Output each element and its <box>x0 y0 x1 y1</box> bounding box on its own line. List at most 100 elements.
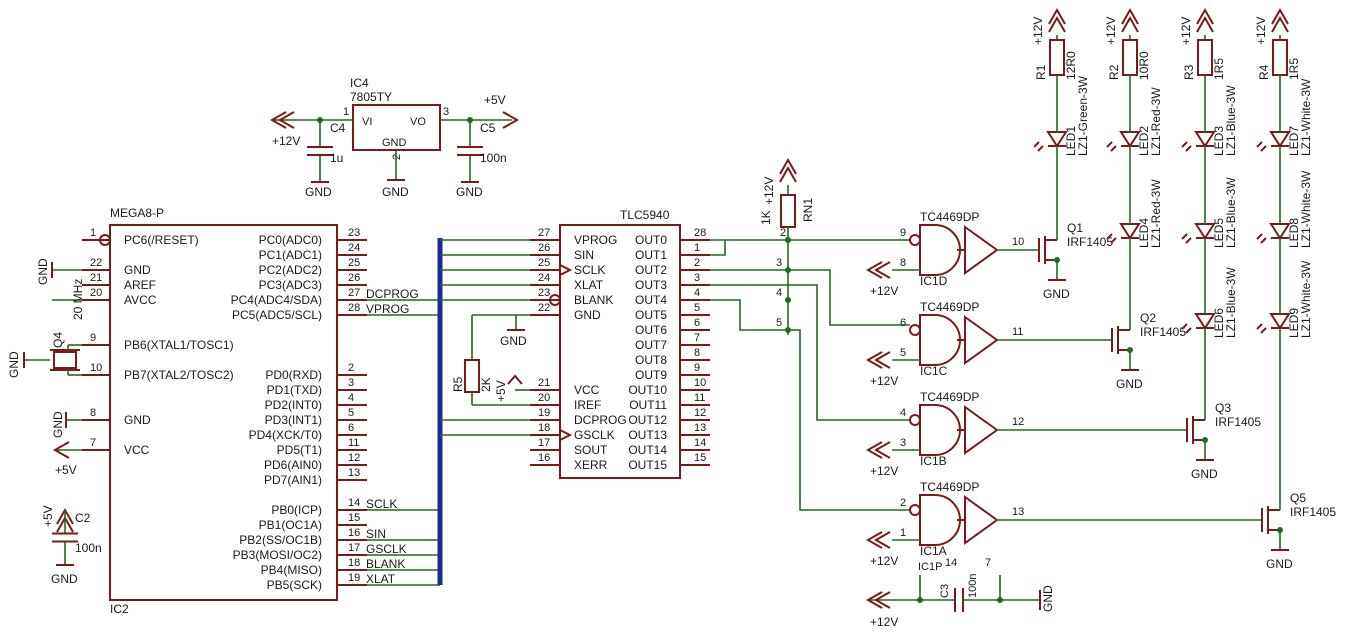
tlc-pin-name: OUT0 <box>635 233 667 247</box>
gnd-label: GND <box>305 185 332 199</box>
led-ref: LED2 <box>1137 126 1151 156</box>
rn1-pin: 3 <box>776 257 782 269</box>
crystal-value: 20 MHz <box>71 279 85 320</box>
supply-label: +5V <box>55 463 77 477</box>
c3-value: 100n <box>967 574 979 598</box>
led-ref: LED3 <box>1212 126 1226 156</box>
tlc-pin-name: OUT1 <box>635 248 667 262</box>
supply-label: +12V <box>870 615 898 629</box>
net-label: SCLK <box>366 497 397 511</box>
mcu-pin-number: 22 <box>90 257 102 269</box>
junction-dot <box>785 297 791 303</box>
tlc-pin-number: 20 <box>538 392 550 404</box>
driver-ref: IC1C <box>920 364 948 378</box>
gnd-label: GND <box>1116 377 1143 391</box>
supply-label: +12V <box>870 554 898 568</box>
led-ref: LED5 <box>1212 218 1226 248</box>
gnd-label: GND <box>1043 287 1070 301</box>
driver-part: TC4469DP <box>920 210 979 224</box>
mcu-pin-name: PD1(TXD) <box>267 383 322 397</box>
ic4-value: 7805TY <box>350 90 392 104</box>
pin-name: VO <box>410 116 426 128</box>
led-ref: LED8 <box>1287 218 1301 248</box>
mcu-pin-name: PD0(RXD) <box>265 368 322 382</box>
c5-ref: C5 <box>480 121 496 135</box>
mcu-pin-number: 17 <box>348 542 360 554</box>
mcu-pin-number: 26 <box>348 272 360 284</box>
junction-dot <box>1054 257 1060 263</box>
tlc-pin-name: GND <box>574 308 601 322</box>
driver-pin: 14 <box>945 557 957 569</box>
tlc-pin-number: 12 <box>694 407 706 419</box>
led-value: LZ1-White-3W <box>1299 260 1313 338</box>
resistor-ref: R1 <box>1034 64 1048 80</box>
supply-label: +5V <box>484 93 506 107</box>
mcu-pin-number: 27 <box>348 287 360 299</box>
gnd-label: GND <box>51 411 65 438</box>
mcu-pin-number: 1 <box>90 227 96 239</box>
mcu-pin-number: 19 <box>348 572 360 584</box>
resistor-ref: R3 <box>1182 64 1196 80</box>
tlc-pin-name: XERR <box>574 458 608 472</box>
mcu-pin-name: PB6(XTAL1/TOSC1) <box>124 338 234 352</box>
mcu-pin-number: 21 <box>90 272 102 284</box>
supply-label: +5V <box>494 380 508 402</box>
tlc-pin-number: 9 <box>694 362 700 374</box>
mcu-pin-name: PC1(ADC1) <box>259 248 322 262</box>
mcu-pin-name: PB0(ICP) <box>271 503 322 517</box>
supply-label: +12V <box>272 134 300 148</box>
supply-label: +5V <box>41 505 55 527</box>
rn1-ref: RN1 <box>801 198 815 222</box>
tlc-pin-name: DCPROG <box>574 413 627 427</box>
tlc-pin-number: 28 <box>694 227 706 239</box>
mosfet-ref: Q5 <box>1290 491 1306 505</box>
driver-ref: IC1A <box>920 544 947 558</box>
led-value: LZ1-Blue-3W <box>1224 177 1238 248</box>
resistor-value: 1R5 <box>1287 58 1301 80</box>
led-ref: LED7 <box>1287 126 1301 156</box>
mosfet-ref: Q2 <box>1140 311 1156 325</box>
tlc-pin-name: OUT10 <box>628 383 667 397</box>
resistor-value: 1R5 <box>1212 58 1226 80</box>
mcu-pin-number: 11 <box>348 437 359 449</box>
mcu-pin-name: PB2(SS/OC1B) <box>239 533 322 547</box>
tlc-pin-number: 27 <box>538 227 550 239</box>
resistor-ref: R4 <box>1257 64 1271 80</box>
mcu-pin-number: 10 <box>90 362 102 374</box>
net-label: DCPROG <box>366 287 419 301</box>
tlc-pin-number: 24 <box>538 272 550 284</box>
tlc-pin-name: OUT11 <box>629 398 667 412</box>
driver-power-ref: IC1P <box>918 561 942 573</box>
rn1-pin: 5 <box>776 317 782 329</box>
tlc-pin-number: 2 <box>694 257 700 269</box>
mcu-pin-number: 18 <box>348 557 360 569</box>
gnd-label: GND <box>1041 585 1055 612</box>
mcu-pin-number: 24 <box>348 242 360 254</box>
tlc-pin-name: OUT9 <box>635 368 667 382</box>
mcu-pin-name: PC4(ADC4/SDA) <box>231 293 322 307</box>
pin-number: 1 <box>343 106 349 118</box>
crystal-ref: Q4 <box>51 332 65 348</box>
driver-pin: 4 <box>900 407 906 419</box>
mcu-pin-name: PC3(ADC3) <box>259 278 322 292</box>
mcu-pin-number: 28 <box>348 302 360 314</box>
led-ref: LED9 <box>1287 308 1301 338</box>
tlc-pin-number: 8 <box>694 347 700 359</box>
tlc-pin-name: GSCLK <box>574 428 615 442</box>
c2-ref: C2 <box>75 511 91 525</box>
tlc-pin-number: 18 <box>538 422 550 434</box>
ic4-ref: IC4 <box>350 76 369 90</box>
pin-name: GND <box>382 137 407 149</box>
tlc-pin-number: 3 <box>694 272 700 284</box>
mcu-pin-number: 5 <box>348 407 354 419</box>
led-value: LZ1-Blue-3W <box>1224 267 1238 338</box>
gnd-label: GND <box>7 351 21 378</box>
